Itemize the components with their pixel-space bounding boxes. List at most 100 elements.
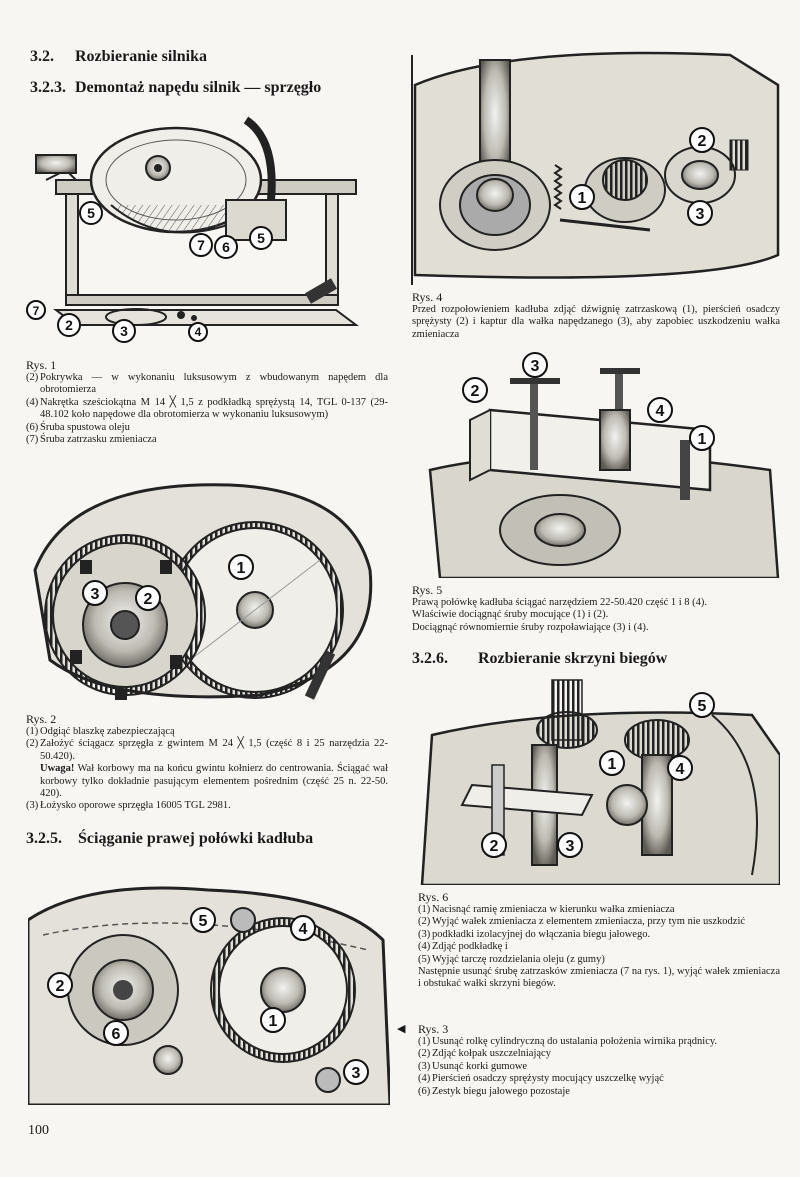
legend-text: Zdjąć podkładkę i (432, 941, 508, 953)
legend-item: (4)Zdjąć podkładkę i (418, 941, 780, 953)
legend-number: (4) (418, 941, 431, 953)
legend-item: (4)Pierścień osadczy sprężysty mocujący … (418, 1073, 780, 1085)
callout-5: 5 (698, 698, 707, 715)
legend-number: (2) (26, 738, 39, 750)
legend-item: (3)Łożysko oporowe sprzęgła 16005 TGL 29… (26, 800, 388, 812)
legend-text: Pierścień osadczy sprężysty mocujący usz… (432, 1073, 664, 1085)
legend-text: Śruba spustowa oleju (40, 421, 130, 433)
legend-text: Nacisnąć ramię zmieniacza w kierunku wał… (432, 904, 675, 915)
instruction-line: Prawą połówkę kadłuba ściągać narzędziem… (412, 597, 708, 608)
figure-2-caption: Rys. 2 (26, 712, 57, 726)
subsection-number: 3.2.6. (412, 650, 448, 667)
callout-2: 2 (471, 383, 480, 400)
callout-7: 7 (197, 237, 205, 253)
callout-3: 3 (352, 1065, 361, 1082)
legend-item: (1)Nacisnąć ramię zmieniacza w kierunku … (418, 904, 780, 916)
legend-text: Zdjąć kołpak uszczelniający (432, 1048, 551, 1060)
legend-item: (2)Wyjąć wałek zmieniacza z elementem zm… (418, 916, 780, 928)
figure-3-caption: Rys. 3 (418, 1022, 449, 1036)
callout-6: 6 (222, 239, 230, 255)
callout-5: 5 (87, 205, 95, 221)
callout-2: 2 (144, 591, 153, 608)
legend-number: (3) (418, 928, 431, 940)
callout-2: 2 (490, 838, 499, 855)
legend-item: (2)Założyć ściągacz sprzęgła z gwintem M… (26, 738, 388, 763)
legend-item: (1)Odgiąć blaszkę zabezpieczającą (26, 726, 388, 738)
callout-3: 3 (91, 586, 100, 603)
figure-2-legend: (1)Odgiąć blaszkę zabezpieczającą (2)Zał… (26, 726, 388, 813)
callout-5b: 5 (257, 230, 265, 246)
callout-3: 3 (696, 206, 705, 223)
figure-5-caption: Rys. 5 (412, 583, 443, 597)
callout-3: 3 (120, 323, 128, 339)
figure-5-puller-tool: 3 2 4 1 (410, 350, 780, 578)
legend-number: (7) (26, 434, 39, 446)
callout-6: 6 (112, 1026, 121, 1043)
callout-1: 1 (269, 1013, 278, 1030)
legend-text: Wyjąć wałek zmieniacza z elementem zmien… (432, 916, 746, 928)
legend-text: Usunąć rolkę cylindryczną do ustalania p… (432, 1036, 718, 1047)
figure-1-caption: Rys. 1 (26, 358, 57, 372)
legend-number: (2) (418, 916, 431, 928)
instruction-line: Właściwie dociągnąć śruby mocujące (1) i… (412, 609, 609, 621)
legend-text: Wyjąć tarczę rozdzielania oleju (z gumy) (432, 953, 605, 965)
page-number: 100 (28, 1123, 49, 1138)
section-number: 3.2. (30, 48, 54, 65)
subsection-title: Rozbieranie skrzyni biegów (478, 650, 668, 667)
callout-4: 4 (195, 325, 202, 339)
callout-4: 4 (656, 403, 665, 420)
figure-3-crankcase: 5 4 2 1 6 3 (28, 880, 390, 1105)
legend-item: (1)Usunąć rolkę cylindryczną do ustalani… (418, 1036, 780, 1048)
subsection-number: 3.2.3. (30, 79, 66, 96)
legend-text: Śruba zatrzasku zmieniacza (40, 434, 157, 446)
legend-number: (1) (418, 1036, 431, 1047)
legend-number: (3) (26, 800, 39, 812)
legend-number: (6) (418, 1085, 431, 1097)
legend-number: (3) (418, 1060, 431, 1072)
figure-3-legend: (1)Usunąć rolkę cylindryczną do ustalani… (418, 1036, 780, 1098)
arrow-left-icon: ◀ (397, 1023, 406, 1035)
legend-text: Łożysko oporowe sprzęgła 16005 TGL 2981. (40, 800, 231, 812)
callout-4: 4 (299, 921, 308, 938)
legend-number: (1) (418, 904, 431, 915)
legend-number: (6) (26, 421, 39, 433)
legend-text: Odgiąć blaszkę zabezpieczającą (40, 726, 175, 737)
legend-item: (3)Usunąć korki gumowe (418, 1061, 780, 1073)
legend-item: (4)Nakrętka sześciokątna M 14 ╳ 1,5 z po… (26, 397, 388, 422)
legend-text: Usunąć korki gumowe (432, 1060, 528, 1072)
subsection-title: Demontaż napędu silnik — sprzęgło (75, 79, 322, 96)
legend-item: (7)Śruba zatrzasku zmieniacza (26, 434, 388, 446)
figure-5-text: Prawą połówkę kadłuba ściągać narzędziem… (412, 597, 780, 634)
section-title: Rozbieranie silnika (75, 48, 208, 65)
legend-number: (2) (26, 372, 39, 383)
legend-text: podkładki izolacyjnej do włączania biegu… (432, 928, 651, 940)
legend-number: (5) (418, 953, 431, 965)
legend-number: (4) (418, 1073, 431, 1085)
legend-number: (4) (26, 396, 39, 408)
callout-7b: 7 (33, 304, 40, 318)
legend-item: (3)podkładki izolacyjnej do włączania bi… (418, 929, 780, 941)
warning-label: Uwaga! (40, 763, 75, 775)
callout-1: 1 (608, 756, 617, 773)
legend-item: (5)Wyjąć tarczę rozdzielania oleju (z gu… (418, 954, 780, 966)
callout-3: 3 (566, 838, 575, 855)
callout-3: 3 (531, 358, 540, 375)
figure-1-legend: (2)Pokrywka — w wykonaniu luksusowym z w… (26, 372, 388, 446)
legend-number: (1) (26, 726, 39, 737)
figure-4-detent-lever: 2 1 3 (410, 45, 780, 285)
legend-text: Pokrywka — w wykonaniu luksusowym z wbud… (40, 372, 388, 396)
instruction-line: Dociągnąć równomiernie śruby rozpoławiaj… (412, 621, 649, 633)
callout-1: 1 (237, 560, 246, 577)
callout-5: 5 (199, 913, 208, 930)
callout-2: 2 (698, 133, 707, 150)
extra-instruction: Następnie usunąć śrubę zatrzasków zmieni… (418, 966, 780, 990)
figure-4-text: Przed rozpołowieniem kadłuba zdjąć dźwig… (412, 304, 780, 340)
subsection-number: 3.2.5. (26, 830, 62, 847)
legend-text: Nakrętka sześciokątna M 14 ╳ 1,5 z podkł… (40, 396, 388, 421)
figure-2-clutch: 3 2 1 (30, 460, 390, 705)
callout-4: 4 (676, 761, 685, 778)
legend-text: Założyć ściągacz sprzęgła z gwintem M 24… (40, 738, 388, 762)
figure-6-legend: (1)Nacisnąć ramię zmieniacza w kierunku … (418, 904, 780, 991)
figure-1-engine-drive: 5 7 6 5 7 2 3 4 (26, 110, 396, 355)
callout-2: 2 (56, 978, 65, 995)
